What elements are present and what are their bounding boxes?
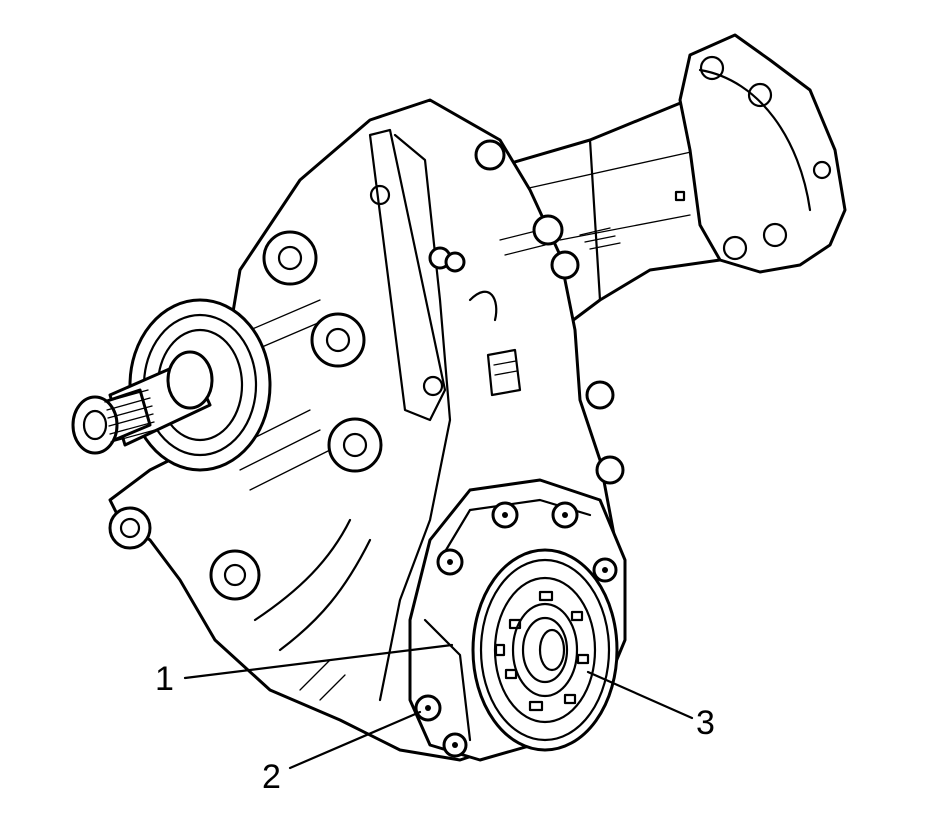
callout-label-1: 1 <box>155 660 174 698</box>
front-output-shaft <box>71 298 272 472</box>
output-seal <box>471 548 619 752</box>
leader-line-3 <box>586 670 694 720</box>
leader-lines <box>183 643 694 770</box>
leader-line-1 <box>183 643 454 680</box>
callout-label-3: 3 <box>696 704 715 742</box>
rear-flange <box>678 33 847 274</box>
leader-line-2 <box>288 710 422 770</box>
callout-label-2: 2 <box>262 758 281 796</box>
